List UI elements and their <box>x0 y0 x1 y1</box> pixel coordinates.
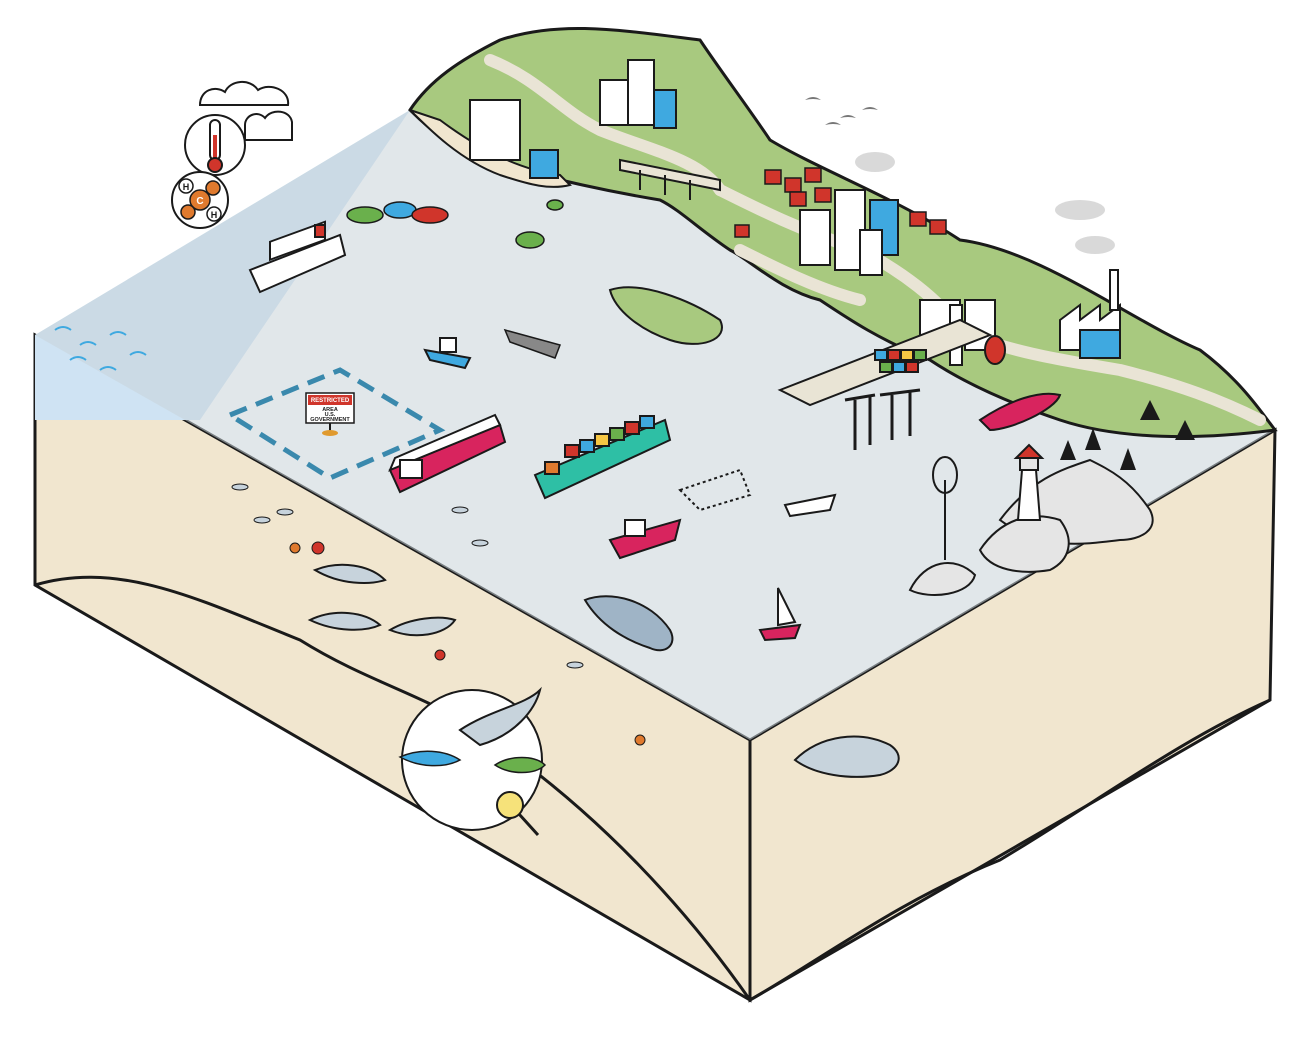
wind-turbine-icon <box>908 456 977 596</box>
sign-line-2: AREA <box>322 407 338 413</box>
coral-reef <box>346 201 449 224</box>
sea-stars <box>289 541 646 746</box>
cranes <box>844 388 921 450</box>
island <box>608 286 723 345</box>
thermometer-icon <box>184 114 246 176</box>
sailboat-icon <box>758 587 802 642</box>
molecule-atom-h-top: H <box>183 182 190 192</box>
patrol-boat-icon <box>783 493 837 518</box>
shipwreck <box>503 328 561 359</box>
sign-line-1: RESTRICTED <box>311 398 350 404</box>
container-ship-icon <box>533 415 672 500</box>
port-dock <box>777 318 993 407</box>
magnifier-icon <box>398 686 547 837</box>
cloud-icon <box>198 81 293 141</box>
restricted-area-boundary <box>224 367 446 481</box>
whale-icon <box>583 595 674 652</box>
tanker-ship-icon <box>388 413 507 494</box>
small-fish <box>231 483 584 669</box>
city-skyline <box>469 59 899 276</box>
bird-icon <box>805 97 878 125</box>
tugboat-icon <box>423 337 472 370</box>
trees <box>1060 400 1195 470</box>
ocean-waves <box>54 326 147 371</box>
molecule-icon: H C H <box>171 171 229 229</box>
fishing-boat-icon <box>608 468 752 560</box>
whale-icon-seafloor <box>793 735 900 778</box>
molecule-atom-c: C <box>196 196 203 207</box>
molecule-atom-h-bottom: H <box>211 210 218 220</box>
tanker-dock <box>978 392 1062 432</box>
sign-line-4: GOVERNMENT <box>310 417 350 423</box>
smoke-clouds <box>855 152 1115 254</box>
houses <box>734 167 947 238</box>
lighthouse-icon <box>1013 443 1045 521</box>
lighthouse-hill <box>978 515 1070 573</box>
dolphin-icon <box>307 563 457 637</box>
sign-line-3: U.S. <box>325 412 336 418</box>
shark-icon <box>458 686 542 747</box>
turtle-icon <box>515 199 564 249</box>
cruise-ship-icon <box>248 220 347 294</box>
restricted-area-sign-icon: RESTRICTED AREA U.S. GOVERNMENT <box>305 392 355 436</box>
factory-icon <box>1059 269 1121 359</box>
bridge <box>619 158 721 200</box>
ground-bottom-line <box>34 575 1271 1002</box>
